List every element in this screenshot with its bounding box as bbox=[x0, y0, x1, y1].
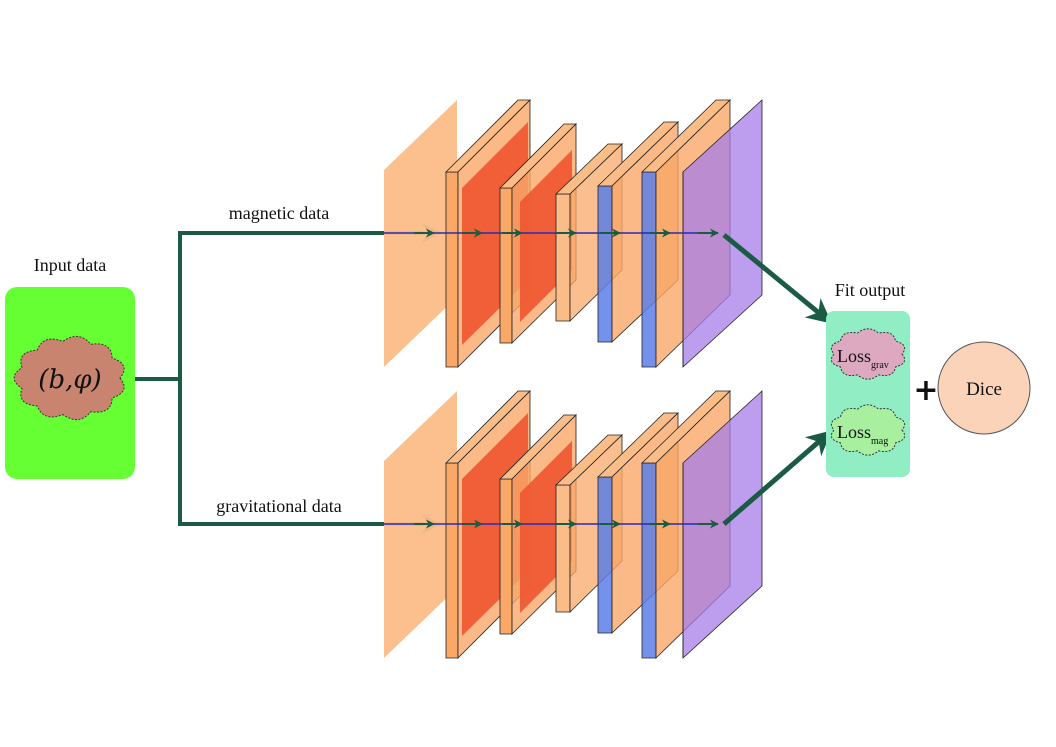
dice-label: Dice bbox=[966, 379, 1002, 400]
loss-grav-subscript: grav bbox=[871, 360, 889, 371]
magnetic-route-arrow bbox=[135, 223, 442, 381]
layer5-front bbox=[641, 171, 657, 368]
loss-grav-cloud bbox=[830, 328, 906, 380]
loss-mag-cloud bbox=[830, 404, 906, 456]
dice-circle bbox=[937, 341, 1031, 435]
layer2-front bbox=[499, 478, 513, 635]
layer3-front bbox=[555, 484, 571, 613]
layer4-front bbox=[597, 185, 613, 343]
gravitational-route-arrow bbox=[178, 379, 442, 534]
layer4-front bbox=[597, 476, 613, 634]
layer3-front bbox=[555, 193, 571, 322]
loss-grav-label: Lossgrav bbox=[837, 346, 889, 371]
magnetic-label: magnetic data bbox=[229, 203, 329, 223]
input-cloud bbox=[13, 335, 125, 421]
gravitational-network-stack bbox=[384, 390, 763, 659]
input-symbol: (b,φ) bbox=[38, 365, 101, 395]
layer5-front bbox=[641, 462, 657, 659]
input-title: Input data bbox=[34, 255, 106, 275]
layer1-front bbox=[445, 462, 459, 659]
loss-mag-main: Loss bbox=[837, 422, 871, 442]
magnetic-output-arrow bbox=[722, 233, 832, 324]
loss-mag-label: Lossmag bbox=[837, 422, 888, 447]
loss-mag-subscript: mag bbox=[871, 436, 888, 447]
layer1-front bbox=[445, 171, 459, 368]
layer2-front bbox=[499, 187, 513, 344]
gravitational-output-arrow bbox=[722, 430, 832, 526]
gravitational-label: gravitational data bbox=[216, 496, 341, 516]
magnetic-network-stack bbox=[384, 99, 763, 368]
plus-sign: + bbox=[913, 373, 938, 408]
fit-output-title: Fit output bbox=[835, 280, 906, 300]
loss-grav-main: Loss bbox=[837, 346, 871, 366]
